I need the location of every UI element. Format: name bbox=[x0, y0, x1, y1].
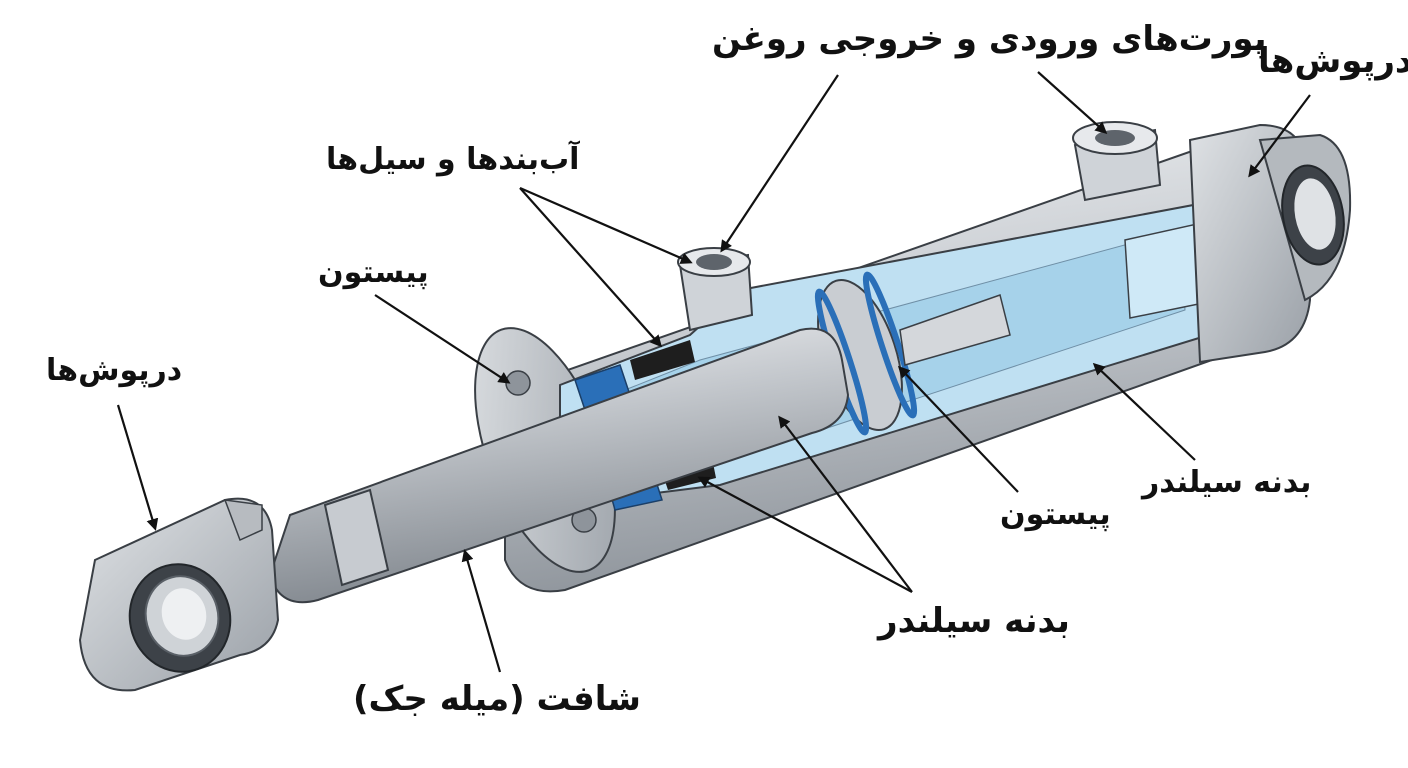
label-piston-left: پیستون bbox=[318, 255, 429, 290]
arrow-ports-rear bbox=[1037, 71, 1108, 135]
label-end-caps-left: درپوش‌ها bbox=[46, 353, 183, 388]
oil-port-front bbox=[677, 247, 754, 332]
arrow-endcap-right bbox=[1248, 94, 1311, 178]
arrow-piston-left bbox=[374, 294, 511, 384]
arrow-seals-to-gland bbox=[519, 187, 662, 348]
arrow-piston-right bbox=[897, 365, 1019, 493]
piston-rod bbox=[268, 327, 850, 604]
label-oil-ports: پورت‌های ورودی و خروجی روغن bbox=[712, 19, 1267, 59]
label-shaft: شافت (میله جک) bbox=[353, 679, 641, 719]
rod-eye-front bbox=[78, 497, 280, 692]
arrow-seals-to-port bbox=[519, 186, 693, 264]
leader-arrows bbox=[116, 71, 1311, 673]
oil-port-rear bbox=[1072, 121, 1162, 202]
label-cylinder-body-right: بدنه سیلندر bbox=[1142, 465, 1312, 500]
arrow-shaft bbox=[461, 549, 502, 673]
arrow-body-bottom-a bbox=[778, 415, 913, 593]
arrow-body-right bbox=[1092, 362, 1196, 461]
arrow-ports-front bbox=[720, 74, 839, 253]
bolt-hole-top bbox=[505, 370, 531, 396]
label-seals: آب‌بندها و سیل‌ها bbox=[326, 142, 580, 177]
label-piston-right: پیستون bbox=[1000, 497, 1111, 532]
arrow-endcap-left bbox=[116, 404, 159, 531]
rear-end-cap bbox=[1188, 123, 1352, 364]
arrow-body-bottom-b bbox=[697, 476, 913, 593]
label-end-caps-right: درپوش‌ها bbox=[1258, 41, 1408, 81]
label-cylinder-body-bottom: بدنه سیلندر bbox=[878, 601, 1070, 641]
